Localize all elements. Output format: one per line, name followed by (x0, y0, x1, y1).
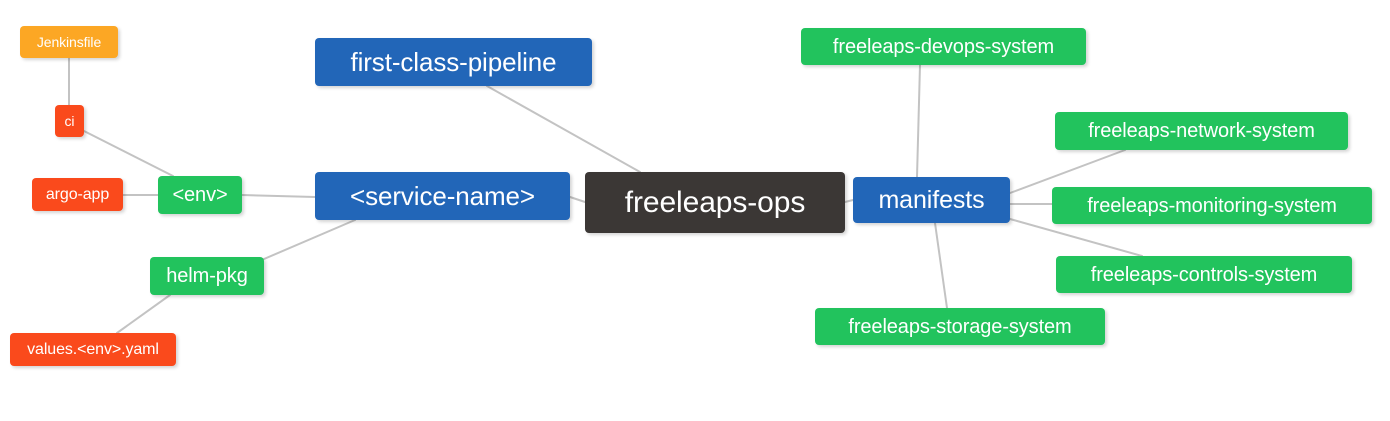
edge-env-to-ci (83, 130, 174, 177)
edge-manifests-to-freeleaps-controls-system (1009, 218, 1143, 257)
mindmap-node-freeleaps-network-system[interactable]: freeleaps-network-system (1055, 112, 1348, 150)
edge-freeleaps-ops-to-service-name (569, 196, 586, 203)
edge-service-name-to-env (241, 194, 316, 198)
mindmap-node-env[interactable]: <env> (158, 176, 242, 214)
edge-service-name-to-helm-pkg (263, 219, 356, 260)
mindmap-node-argo-app[interactable]: argo-app (32, 178, 123, 211)
edge-helm-pkg-to-values-env-yaml (116, 294, 171, 334)
edge-manifests-to-freeleaps-devops-system (916, 64, 921, 178)
edge-freeleaps-ops-to-manifests (844, 199, 854, 203)
edge-freeleaps-ops-to-first-class-pipeline (486, 85, 641, 173)
mindmap-node-ci[interactable]: ci (55, 105, 84, 137)
edge-manifests-to-freeleaps-storage-system (934, 222, 948, 309)
mindmap-node-freeleaps-devops-system[interactable]: freeleaps-devops-system (801, 28, 1086, 65)
mindmap-node-freeleaps-storage-system[interactable]: freeleaps-storage-system (815, 308, 1105, 345)
mindmap-node-helm-pkg[interactable]: helm-pkg (150, 257, 264, 295)
mindmap-node-first-class-pipeline[interactable]: first-class-pipeline (315, 38, 592, 86)
mindmap-node-freeleaps-controls-system[interactable]: freeleaps-controls-system (1056, 256, 1352, 293)
mindmap-node-jenkinsfile[interactable]: Jenkinsfile (20, 26, 118, 58)
mindmap-node-manifests[interactable]: manifests (853, 177, 1010, 223)
mindmap-node-freeleaps-ops[interactable]: freeleaps-ops (585, 172, 845, 233)
mindmap-node-values-env-yaml[interactable]: values.<env>.yaml (10, 333, 176, 366)
mindmap-node-service-name[interactable]: <service-name> (315, 172, 570, 220)
mindmap-node-freeleaps-monitoring-system[interactable]: freeleaps-monitoring-system (1052, 187, 1372, 224)
